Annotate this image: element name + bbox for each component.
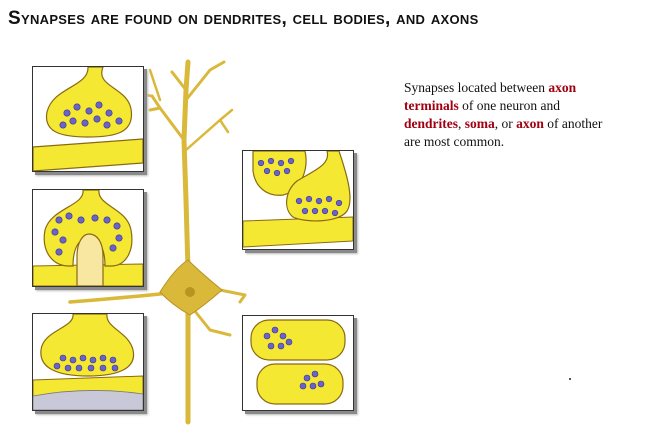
synaptic-vesicles [53,354,119,372]
term-dendrites: dendrites [404,116,458,131]
synapse-panel-bottom-right [242,315,354,411]
synapse-panel-top-right [242,150,354,250]
synaptic-vesicles [51,212,123,256]
two-axon-terminals-drawing [243,151,353,248]
synapse-description: Synapses located between axon terminals … [404,79,619,151]
neuron-dendrite-main [181,59,191,425]
slide-title: Synapses are found on dendrites, cell bo… [8,8,479,29]
neuron-process-lower [188,303,232,337]
synapse-panel-middle-left [32,189,144,287]
neuron-process-left [68,290,182,304]
synaptic-vesicles [59,101,123,129]
term-soma: soma [464,116,495,131]
axon-terminal-right [286,151,351,222]
neuron-dendrite-right [184,108,234,152]
terminal-pair-cross-section-drawing [250,319,346,405]
desc-text-3: , [458,116,465,131]
dendritic-spine [76,233,104,286]
neuron-dendrite-top [170,60,226,102]
synapse-panel-top-left [32,66,144,172]
neuron-dendrite-left [148,94,186,142]
synaptic-vesicles [257,157,343,217]
axon-terminal-on-dendrite-drawing [33,67,143,171]
term-axon: axon [516,116,544,131]
desc-text-2: of one neuron and [458,98,560,113]
postsynaptic-membrane [243,216,353,248]
lower-terminal [256,363,344,405]
postsynaptic-dendrite [33,138,143,171]
axon-terminal [45,67,133,138]
axon-terminal-on-spine-drawing [33,190,143,286]
axon-terminal-on-axon-drawing [33,314,143,410]
term-axon-terminals: axon terminals [404,80,577,113]
desc-text-4: , or [494,116,517,131]
upper-terminal [250,319,346,361]
desc-text-5: of another are most common. [404,116,603,149]
synapse-panel-bottom-left [32,313,144,411]
stray-dot [569,378,571,380]
myelin-layer [33,390,143,410]
desc-text-1: Synapses located between [404,80,549,95]
neuron-nucleus [185,287,195,297]
synaptic-vesicles [263,326,325,390]
